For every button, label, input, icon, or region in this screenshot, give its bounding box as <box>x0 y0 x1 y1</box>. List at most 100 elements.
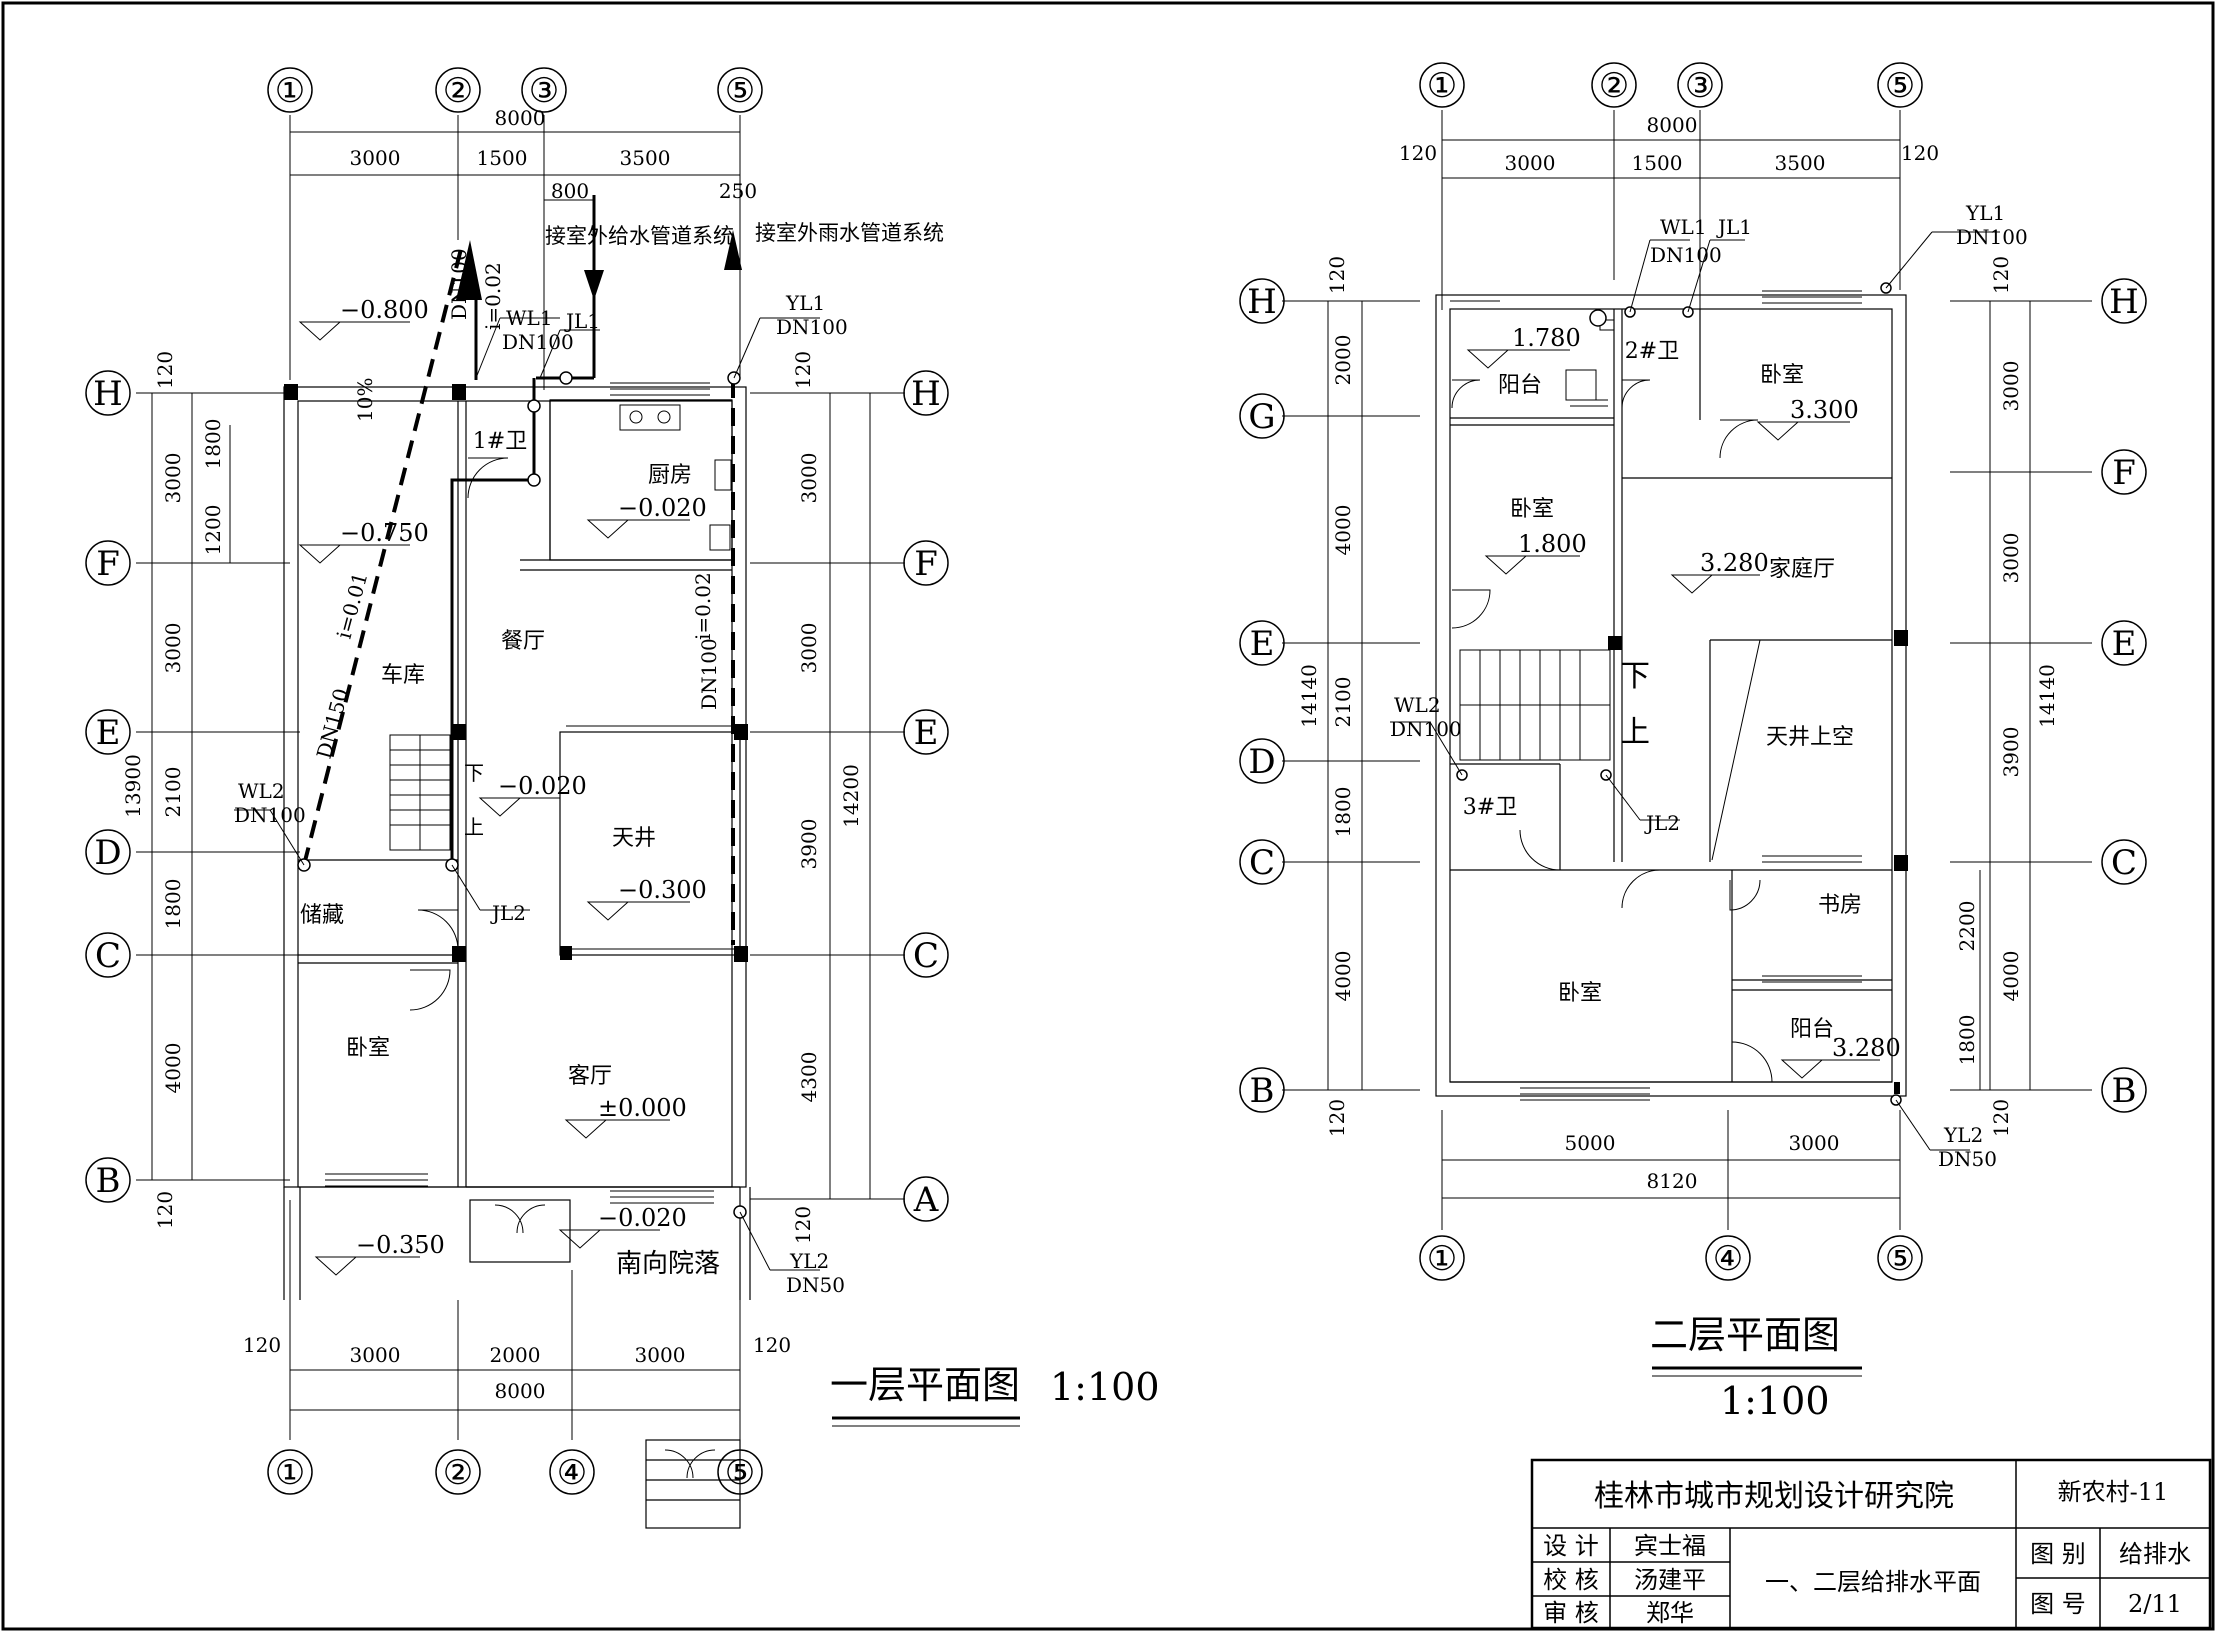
plan1-dim-left-1: 3000 <box>161 453 185 504</box>
plan2-axis-left-b: B <box>1250 1071 1275 1111</box>
plan2-pipe-nodes <box>1456 282 1902 1106</box>
plan2-dim-right-1: 3000 <box>1999 361 2023 412</box>
plan2-axis-right-h: H <box>2109 282 2139 322</box>
title-block-role-check: 校 核 <box>1543 1566 1599 1594</box>
plan1-note-yl2: YL2 <box>789 1249 829 1273</box>
plan1-room-living: 客厅 <box>568 1064 612 1089</box>
title-block-number-value: 2/11 <box>2128 1590 2182 1618</box>
title-block-role-design: 设 计 <box>1543 1532 1599 1560</box>
title-block-category-value: 给排水 <box>2119 1540 2191 1568</box>
plan1-dim-right-1: 3000 <box>797 453 821 504</box>
plan2-axis-bottom-1: ① <box>1427 1239 1457 1279</box>
plan1-note-slope-a: i=0.02 <box>481 262 505 330</box>
plan2-elev-1: 1.780 <box>1512 324 1581 352</box>
plan2-axis-top <box>1419 62 1923 108</box>
plan1-elev-5: −0.300 <box>618 876 707 904</box>
plan1-axis-bottom <box>267 1449 763 1495</box>
plan2-dim-120-left-top: 120 <box>1325 256 1349 294</box>
title-block-category-label: 图 别 <box>2030 1540 2086 1568</box>
title-block-name-design: 宾士福 <box>1634 1532 1706 1560</box>
plan1-dim-120-top: 120 <box>153 351 177 389</box>
plan1-dim-left-3: 2100 <box>161 767 185 818</box>
plan1-axis-bottom-4: ④ <box>557 1453 587 1493</box>
plan2-note-jl1: JL1 <box>1716 215 1752 239</box>
plan1-axis-left-c: C <box>95 936 121 976</box>
plan1-axis-top <box>267 67 763 113</box>
plan1-axis-right-e: E <box>914 713 939 753</box>
plan1-dim-left-inner-2: 1200 <box>201 505 225 556</box>
title-block-name-check: 汤建平 <box>1634 1566 1706 1594</box>
plan2-dim-right-inner-2: 1800 <box>1955 1015 1979 1066</box>
plan2-axis-left-g: G <box>1248 397 1275 437</box>
plan2-note-down: 下 <box>1620 659 1650 694</box>
plan2-note-wl2-dn: DN100 <box>1390 717 1462 741</box>
plan1-axis-left-f: F <box>96 544 120 584</box>
plan1-dim-120-bot: 120 <box>153 1191 177 1229</box>
plan2-dim-right-3: 3900 <box>1999 727 2023 778</box>
plan2-dim-120-tr: 120 <box>1901 141 1939 165</box>
plan1-columns <box>284 384 748 962</box>
plan2-dim-top-3: 3500 <box>1775 151 1826 175</box>
plan2-axis-top-2: ② <box>1599 66 1629 106</box>
plan2-axis-right-f: F <box>2112 453 2136 493</box>
plan1-dim-left-4: 1800 <box>161 879 185 930</box>
plan1-note-water-supply: 接室外给水管道系统 <box>545 224 734 248</box>
plan2-axis-left-h: H <box>1247 282 1277 322</box>
title-block-grid <box>1532 1460 2210 1628</box>
plan2-axis-top-1: ① <box>1427 66 1457 106</box>
second-floor-plan: ① ② ③ ⑤ ① ④ ⑤ H G E D C B H F E C B 80 <box>1239 62 2147 1423</box>
plan2-note-jl2: JL2 <box>1644 811 1680 835</box>
plan1-scale: 1:100 <box>1050 1365 1160 1409</box>
plan1-dim-left-outer: 13900 <box>121 754 145 818</box>
plan1-room-courtyard: 天井 <box>612 826 656 851</box>
plan1-note-up: 上 <box>464 815 484 839</box>
plan2-room-bedroom-ne: 卧室 <box>1760 363 1804 388</box>
plan2-axis-left-e: E <box>1250 624 1275 664</box>
plan1-elev-7: −0.020 <box>598 1204 687 1232</box>
plan2-axis-bottom-4: ④ <box>1713 1239 1743 1279</box>
plan2-elev-3: 1.800 <box>1518 530 1587 558</box>
plan2-dimension-lines <box>1327 139 2031 1199</box>
plan2-windows <box>1450 290 1862 1101</box>
plan2-dim-left-4: 1800 <box>1331 787 1355 838</box>
plan2-room-family: 家庭厅 <box>1769 557 1835 582</box>
plan2-note-yl1-dn: DN100 <box>1956 225 2028 249</box>
plan1-dim-120-right-b: 120 <box>791 1206 815 1244</box>
plan2-dim-bottom-1: 5000 <box>1565 1131 1616 1155</box>
plan2-room-void: 天井上空 <box>1766 725 1854 750</box>
plan2-dim-right-4: 4000 <box>1999 951 2023 1002</box>
plan2-axis-right <box>2101 278 2147 1113</box>
plan1-room-yard: 南向院落 <box>616 1249 720 1279</box>
plan2-dim-left-1: 2000 <box>1331 335 1355 386</box>
title-block-drawing-name: 一、二层给排水平面 <box>1765 1568 1981 1596</box>
title-block-number-label: 图 号 <box>2030 1590 2086 1618</box>
plan2-room-bath2: 2#卫 <box>1625 339 1679 364</box>
plan1-dim-left-inner-1: 1800 <box>201 419 225 470</box>
plan1-note-down: 下 <box>464 761 484 785</box>
plan1-note-wl1-dn: DN100 <box>502 330 574 354</box>
plan1-elevation-symbols <box>298 321 690 1276</box>
plan1-drain-pipes <box>302 244 735 945</box>
plan1-note-wl2: WL2 <box>238 779 285 803</box>
plan1-axis-top-2: ② <box>443 71 473 111</box>
plan2-dim-top-1: 3000 <box>1505 151 1556 175</box>
plan2-note-wl2: WL2 <box>1394 693 1441 717</box>
plan1-flow-arrows <box>456 230 742 300</box>
plan2-axis-left <box>1239 278 1285 1113</box>
plan1-dim-right-4: 4300 <box>797 1052 821 1103</box>
plan1-dim-bottom-total: 8000 <box>495 1379 546 1403</box>
title-block-institute: 桂林市城市规划设计研究院 <box>1594 1479 1954 1514</box>
plan2-note-yl1: YL1 <box>1965 201 2005 225</box>
plan2-axis-right-c: C <box>2111 843 2137 883</box>
plan2-dim-left-total: 14140 <box>1297 664 1321 728</box>
plan1-axis-left <box>85 370 131 1203</box>
plan1-note-slope-b: i=0.02 <box>691 572 715 640</box>
plan1-elev-3: −0.020 <box>498 772 587 800</box>
plan1-dim-left-5: 4000 <box>161 1043 185 1094</box>
plan1-axis-right-h: H <box>911 374 941 414</box>
plan1-note-dn100-b: DN100 <box>697 638 721 710</box>
plan1-room-kitchen: 厨房 <box>648 463 692 488</box>
plan2-dim-left-5: 4000 <box>1331 951 1355 1002</box>
